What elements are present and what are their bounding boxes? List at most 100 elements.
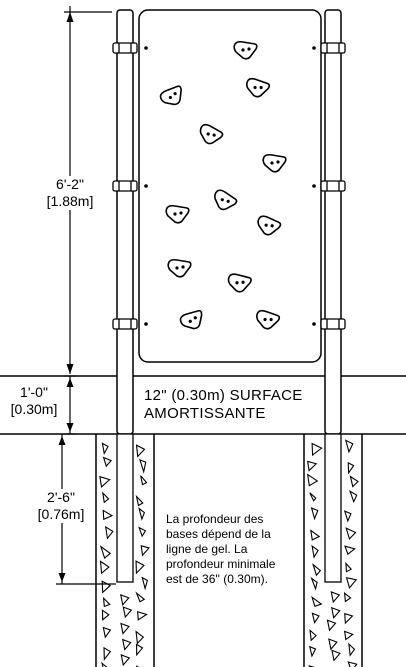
surface-label-line1: 12" (0.30m) SURFACE <box>144 387 303 404</box>
post-clamp <box>112 318 138 330</box>
gravel-stone <box>343 630 354 641</box>
gravel-stone <box>101 661 108 667</box>
gravel-stone <box>102 596 111 608</box>
footing-note-line1: La profondeur des <box>166 512 264 526</box>
gravel-stone <box>345 561 353 573</box>
footing-depth-metric: [0.76m] <box>37 506 85 522</box>
climbing-hold <box>199 123 224 145</box>
clamps <box>112 42 346 330</box>
gravel-stone <box>347 461 355 475</box>
gravel-stone <box>330 591 341 604</box>
gravel-stone <box>311 595 323 608</box>
gravel-stone <box>140 545 151 557</box>
climbing-hold <box>214 189 238 211</box>
gravel-stone <box>135 591 146 603</box>
gravel-stone <box>101 609 110 621</box>
gravel-stone <box>102 491 110 504</box>
climbing-panel <box>138 9 322 363</box>
footing-note-line5: est de 36'' (0.30m). <box>166 572 268 586</box>
gravel-stone <box>310 529 321 541</box>
surface-label-line2: AMORTISSANTE <box>144 405 266 422</box>
panel-height-imperial: 6'-2" <box>56 176 84 192</box>
post-clamp <box>320 42 346 54</box>
gravel-stone <box>139 459 147 474</box>
climbing-hold <box>255 309 281 330</box>
panel-bolt <box>312 322 316 326</box>
climbing-hold <box>227 273 252 293</box>
panel-bolt <box>144 46 148 50</box>
surface-label: 12" (0.30m) SURFACE AMORTISSANTE <box>144 387 303 423</box>
gravel-stone <box>135 630 145 645</box>
gravel-stone <box>349 475 359 488</box>
left-footing <box>95 433 155 667</box>
footing-depth-label: 2'-6" [0.76m] <box>30 489 92 523</box>
gravel-stone <box>309 629 317 642</box>
gravel-stone <box>310 576 318 591</box>
surface-depth-imperial: 1'-0" <box>20 384 48 400</box>
gravel-stone <box>141 576 149 591</box>
gravel-stone <box>135 560 145 575</box>
footing-note-line2: bases dépend de la <box>166 527 271 541</box>
footing-depth-imperial: 2'-6" <box>47 489 75 505</box>
post-clamp <box>320 180 346 192</box>
gravel-stone <box>311 442 323 457</box>
gravel-stone <box>104 525 114 540</box>
gravel-stone <box>311 612 320 624</box>
gravel-stone <box>309 645 317 658</box>
gravel-stone <box>103 646 112 661</box>
surface-depth-metric: [0.30m] <box>10 401 58 417</box>
gravel-stone <box>102 456 113 468</box>
panel-height-label: 6'-2" [1.88m] <box>40 176 100 210</box>
gravel-stone <box>311 544 319 559</box>
right-post <box>324 9 342 435</box>
climbing-hold <box>167 258 192 278</box>
gravel-stone <box>136 643 144 657</box>
gravel-stone <box>121 638 132 651</box>
left-post <box>116 9 134 435</box>
footing-note-line3: ligne de gel. La <box>166 542 248 556</box>
gravel-stone <box>102 626 112 639</box>
panel-bolt <box>312 184 316 188</box>
gravel-stone <box>138 507 146 521</box>
gravel-stone <box>345 527 357 540</box>
footing-note-line4: profondeur minimale <box>166 557 276 571</box>
surface-depth-label: 1'-0" [0.30m] <box>6 384 62 418</box>
gravel-stone <box>343 510 352 523</box>
gravel-stone <box>349 490 358 504</box>
gravel-stone <box>307 460 318 472</box>
gravel-stone <box>120 654 131 667</box>
gravel-stone <box>101 442 109 456</box>
climbing-holds <box>159 40 287 330</box>
gravel-stone <box>344 439 354 454</box>
gravel-stone <box>140 475 148 486</box>
post-clamp <box>112 42 138 54</box>
post-clamp <box>320 318 346 330</box>
gravel-stone <box>309 492 317 502</box>
climbing-hold <box>159 85 182 106</box>
gravel-stone <box>135 444 146 458</box>
gravel-stone <box>326 619 337 632</box>
panel-bolt <box>312 46 316 50</box>
right-footing <box>303 433 363 667</box>
gravel-stone <box>312 563 322 577</box>
climbing-hold <box>245 77 271 98</box>
gravel-stone <box>330 606 341 620</box>
gravel-stone <box>343 591 352 603</box>
gravel-stone <box>135 494 144 507</box>
gravel-stone <box>347 661 358 667</box>
gravel-stone <box>310 507 319 521</box>
gravel-stone <box>101 580 112 594</box>
gravel-stone <box>99 560 110 575</box>
gravel-stone <box>306 473 319 487</box>
post-clamp <box>112 180 138 192</box>
gravel-stone <box>99 545 112 559</box>
panel-height-metric: [1.88m] <box>46 193 94 209</box>
climbing-hold <box>257 215 282 236</box>
gravel-stone <box>122 606 133 619</box>
gravel-stone <box>348 642 356 657</box>
dimension-arrows <box>58 12 74 582</box>
gravel-stone <box>99 475 111 488</box>
gravel-stone <box>102 509 114 521</box>
climbing-hold <box>165 204 190 224</box>
gravel-stone <box>138 526 147 538</box>
